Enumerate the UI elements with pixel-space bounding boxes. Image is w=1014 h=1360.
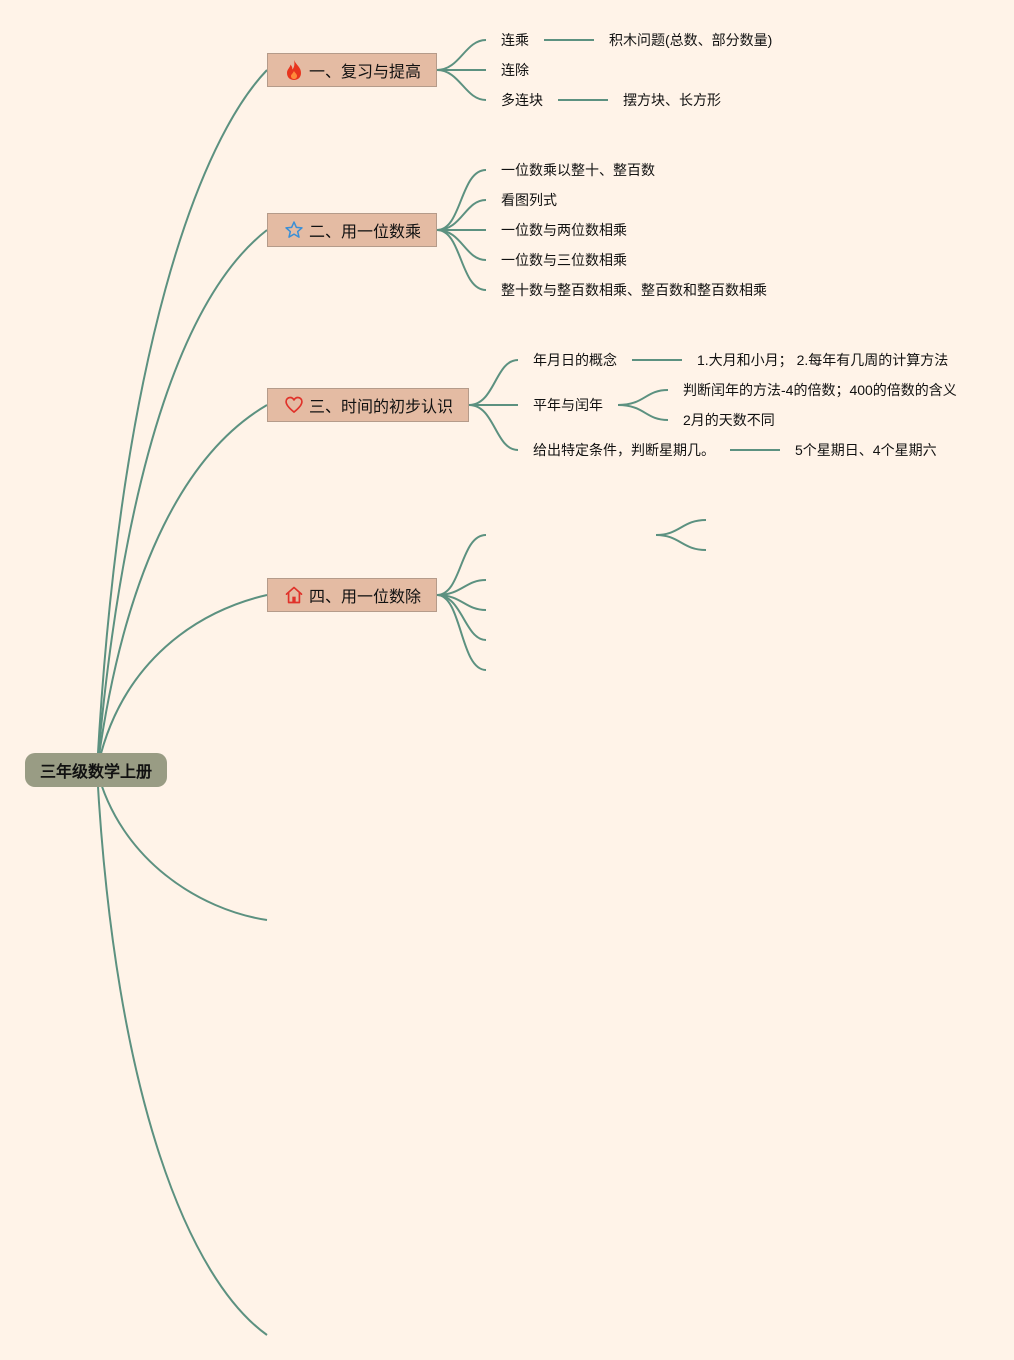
leaf-node[interactable]: 5个星期日、4个星期六	[795, 442, 937, 458]
topic-label: 二、用一位数乘	[309, 224, 422, 241]
leaf-node[interactable]: 判断闰年的方法-4的倍数；400的倍数的含义	[683, 382, 957, 398]
connector	[436, 199, 487, 231]
connector	[96, 229, 268, 771]
leaf-node[interactable]: 多连块	[501, 92, 543, 108]
connector	[468, 359, 519, 406]
connector	[436, 69, 487, 101]
topic-review[interactable]: 一、复习与提高	[267, 53, 437, 87]
topic-label: 一、复习与提高	[309, 64, 422, 81]
heart-icon	[285, 396, 303, 413]
connector	[96, 769, 268, 921]
home-icon	[285, 586, 303, 604]
topic-label: 四、用一位数除	[309, 589, 422, 606]
connector	[468, 404, 519, 451]
connector	[436, 229, 487, 291]
leaf-node[interactable]: 平年与闰年	[533, 397, 603, 413]
root-node[interactable]: 三年级数学上册	[25, 753, 167, 787]
connector	[655, 534, 707, 551]
leaf-node[interactable]: 连除	[501, 62, 529, 78]
connector	[617, 404, 669, 421]
leaf-node[interactable]: 积木问题(总数、部分数量)	[609, 32, 773, 48]
connector	[617, 389, 669, 406]
leaf-node[interactable]: 给出特定条件，判断星期几。	[533, 442, 715, 458]
topic-divide[interactable]: 四、用一位数除	[267, 578, 437, 612]
topic-time[interactable]: 三、时间的初步认识	[267, 388, 469, 422]
connector	[436, 229, 487, 261]
connector	[436, 39, 487, 71]
connector	[96, 69, 268, 771]
connector	[655, 519, 707, 536]
leaf-node[interactable]: 一位数与三位数相乘	[501, 252, 627, 268]
leaf-node[interactable]: 一位数与两位数相乘	[501, 222, 627, 238]
leaf-node[interactable]: 一位数乘以整十、整百数	[501, 162, 655, 178]
leaf-node[interactable]: 看图列式	[501, 192, 557, 208]
root-label: 三年级数学上册	[39, 764, 152, 781]
leaf-node[interactable]: 年月日的概念	[533, 352, 617, 368]
leaf-node[interactable]: 摆方块、长方形	[623, 92, 721, 108]
connector	[436, 169, 487, 231]
connector	[436, 594, 487, 671]
leaf-node[interactable]: 1.大月和小月； 2.每年有几周的计算方法	[697, 352, 949, 368]
connector	[96, 404, 268, 771]
star-icon	[285, 221, 303, 238]
topic-multiply[interactable]: 二、用一位数乘	[267, 213, 437, 247]
connector	[96, 594, 268, 771]
topic-label: 三、时间的初步认识	[309, 399, 454, 416]
fire-icon	[287, 60, 301, 80]
leaf-node[interactable]: 连乘	[501, 32, 529, 48]
leaf-node[interactable]: 整十数与整百数相乘、整百数和整百数相乘	[501, 282, 767, 298]
leaf-node[interactable]: 2月的天数不同	[683, 412, 775, 428]
connector	[96, 769, 268, 1336]
connector	[436, 534, 487, 596]
